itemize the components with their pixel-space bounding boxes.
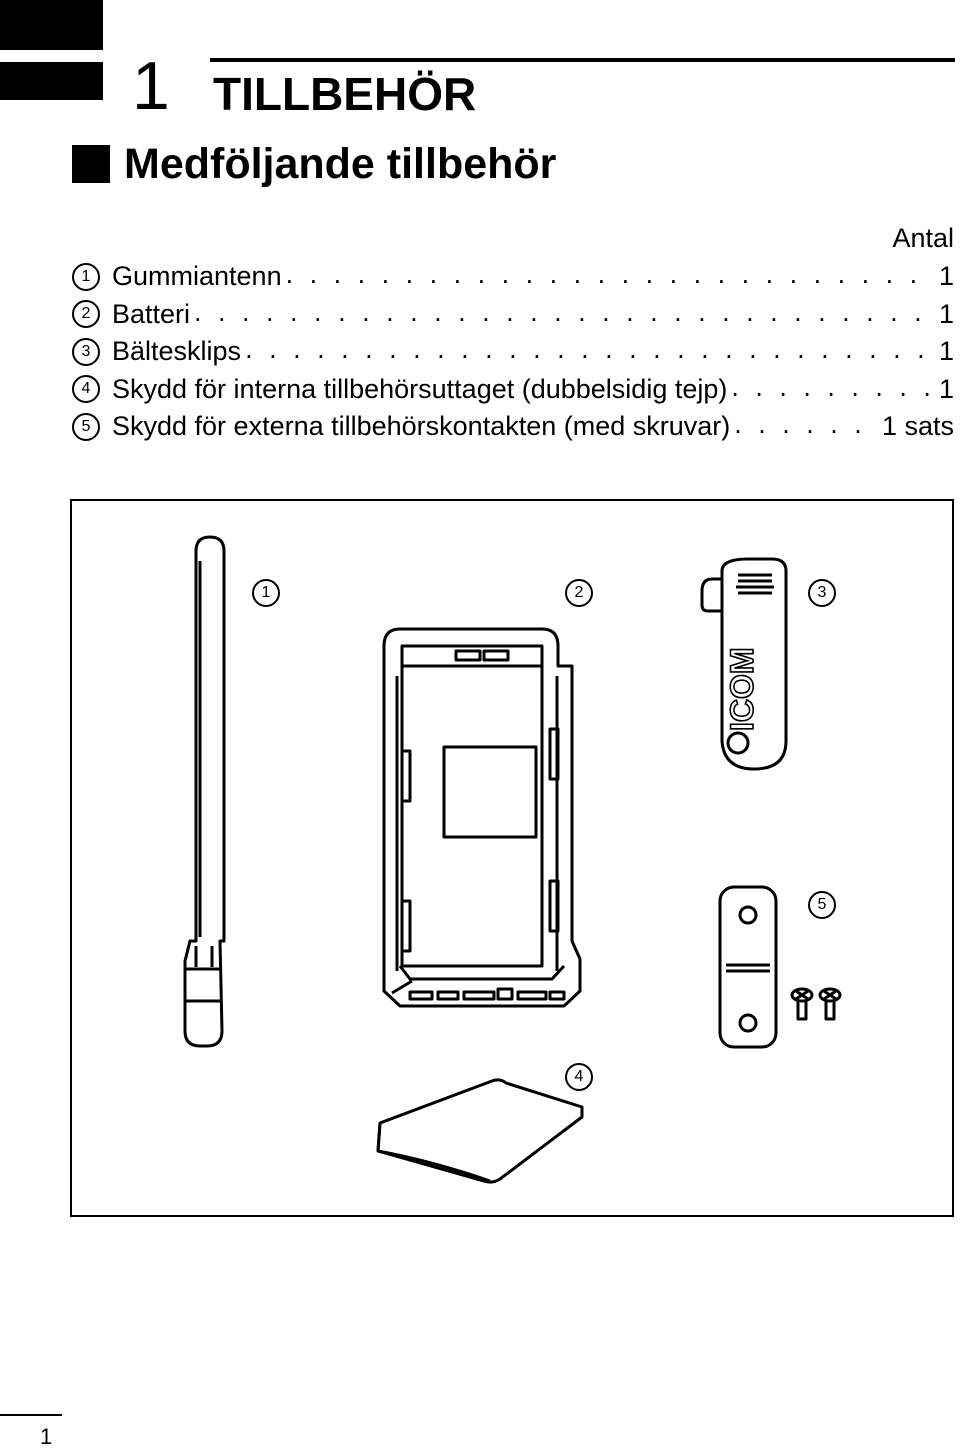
list-item: 3 Bältesklips 1 [72,333,954,371]
item-number: 5 [72,412,100,441]
item-quantity: 1 sats [881,411,954,442]
clip-logo: ICOM [724,647,760,731]
item-label: Bältesklips [112,336,242,367]
accessories-illustration: ICOM 1 2 3 4 5 [70,499,954,1217]
chapter-rule [210,58,955,62]
list-item: 1 Gummiantenn 1 [72,258,954,296]
item-number: 2 [72,300,100,329]
section-heading: Medföljande tillbehör [72,138,556,190]
section-square-icon [72,145,110,183]
page-number: 1 [40,1424,53,1449]
dot-leader [286,259,933,290]
item-quantity: 1 [938,336,954,367]
antenna-drawing [183,535,226,1048]
tape-sheet-drawing [376,1078,584,1184]
list-item: 4 Skydd för interna tillbehörsuttaget (d… [72,371,954,409]
chapter-number: 1 [132,48,170,124]
accessories-drawing: ICOM [183,535,842,1184]
quantity-header: Antal [892,223,954,253]
connector-cover-drawing [718,885,778,1049]
callout-3: 3 [808,579,836,607]
list-item: 2 Batteri 1 [72,296,954,334]
belt-clip-drawing [700,557,788,771]
item-quantity: 1 [938,373,954,404]
item-number: 3 [72,337,100,366]
section-title: Medföljande tillbehör [124,140,557,188]
item-number: 4 [72,375,100,404]
chapter-tab-bottom [0,62,103,100]
item-number: 1 [72,262,100,291]
dot-leader [194,297,933,328]
accessory-list: 1 Gummiantenn 1 2 Batteri 1 3 Bältesklip… [72,258,954,446]
item-label: Batteri [112,298,191,329]
item-quantity: 1 [938,261,954,292]
dot-leader [731,372,933,403]
chapter-tab-top [0,0,103,50]
item-label: Skydd för externa tillbehörskontakten (m… [112,411,731,442]
list-item: 5 Skydd för externa tillbehörskontakten … [72,408,954,446]
item-label: Gummiantenn [112,261,282,292]
callout-4: 4 [565,1063,593,1091]
dot-leader [734,409,876,440]
screws-drawing [790,987,842,1021]
footer-rule [0,1414,62,1416]
item-label: Skydd för interna tillbehörsuttaget (dub… [112,373,728,404]
dot-leader [245,334,933,365]
battery-drawing [382,627,582,1008]
callout-2: 2 [565,579,593,607]
chapter-title: TILLBEHÖR [213,68,477,120]
callout-5: 5 [808,891,836,919]
item-quantity: 1 [938,298,954,329]
callout-1: 1 [252,579,280,607]
